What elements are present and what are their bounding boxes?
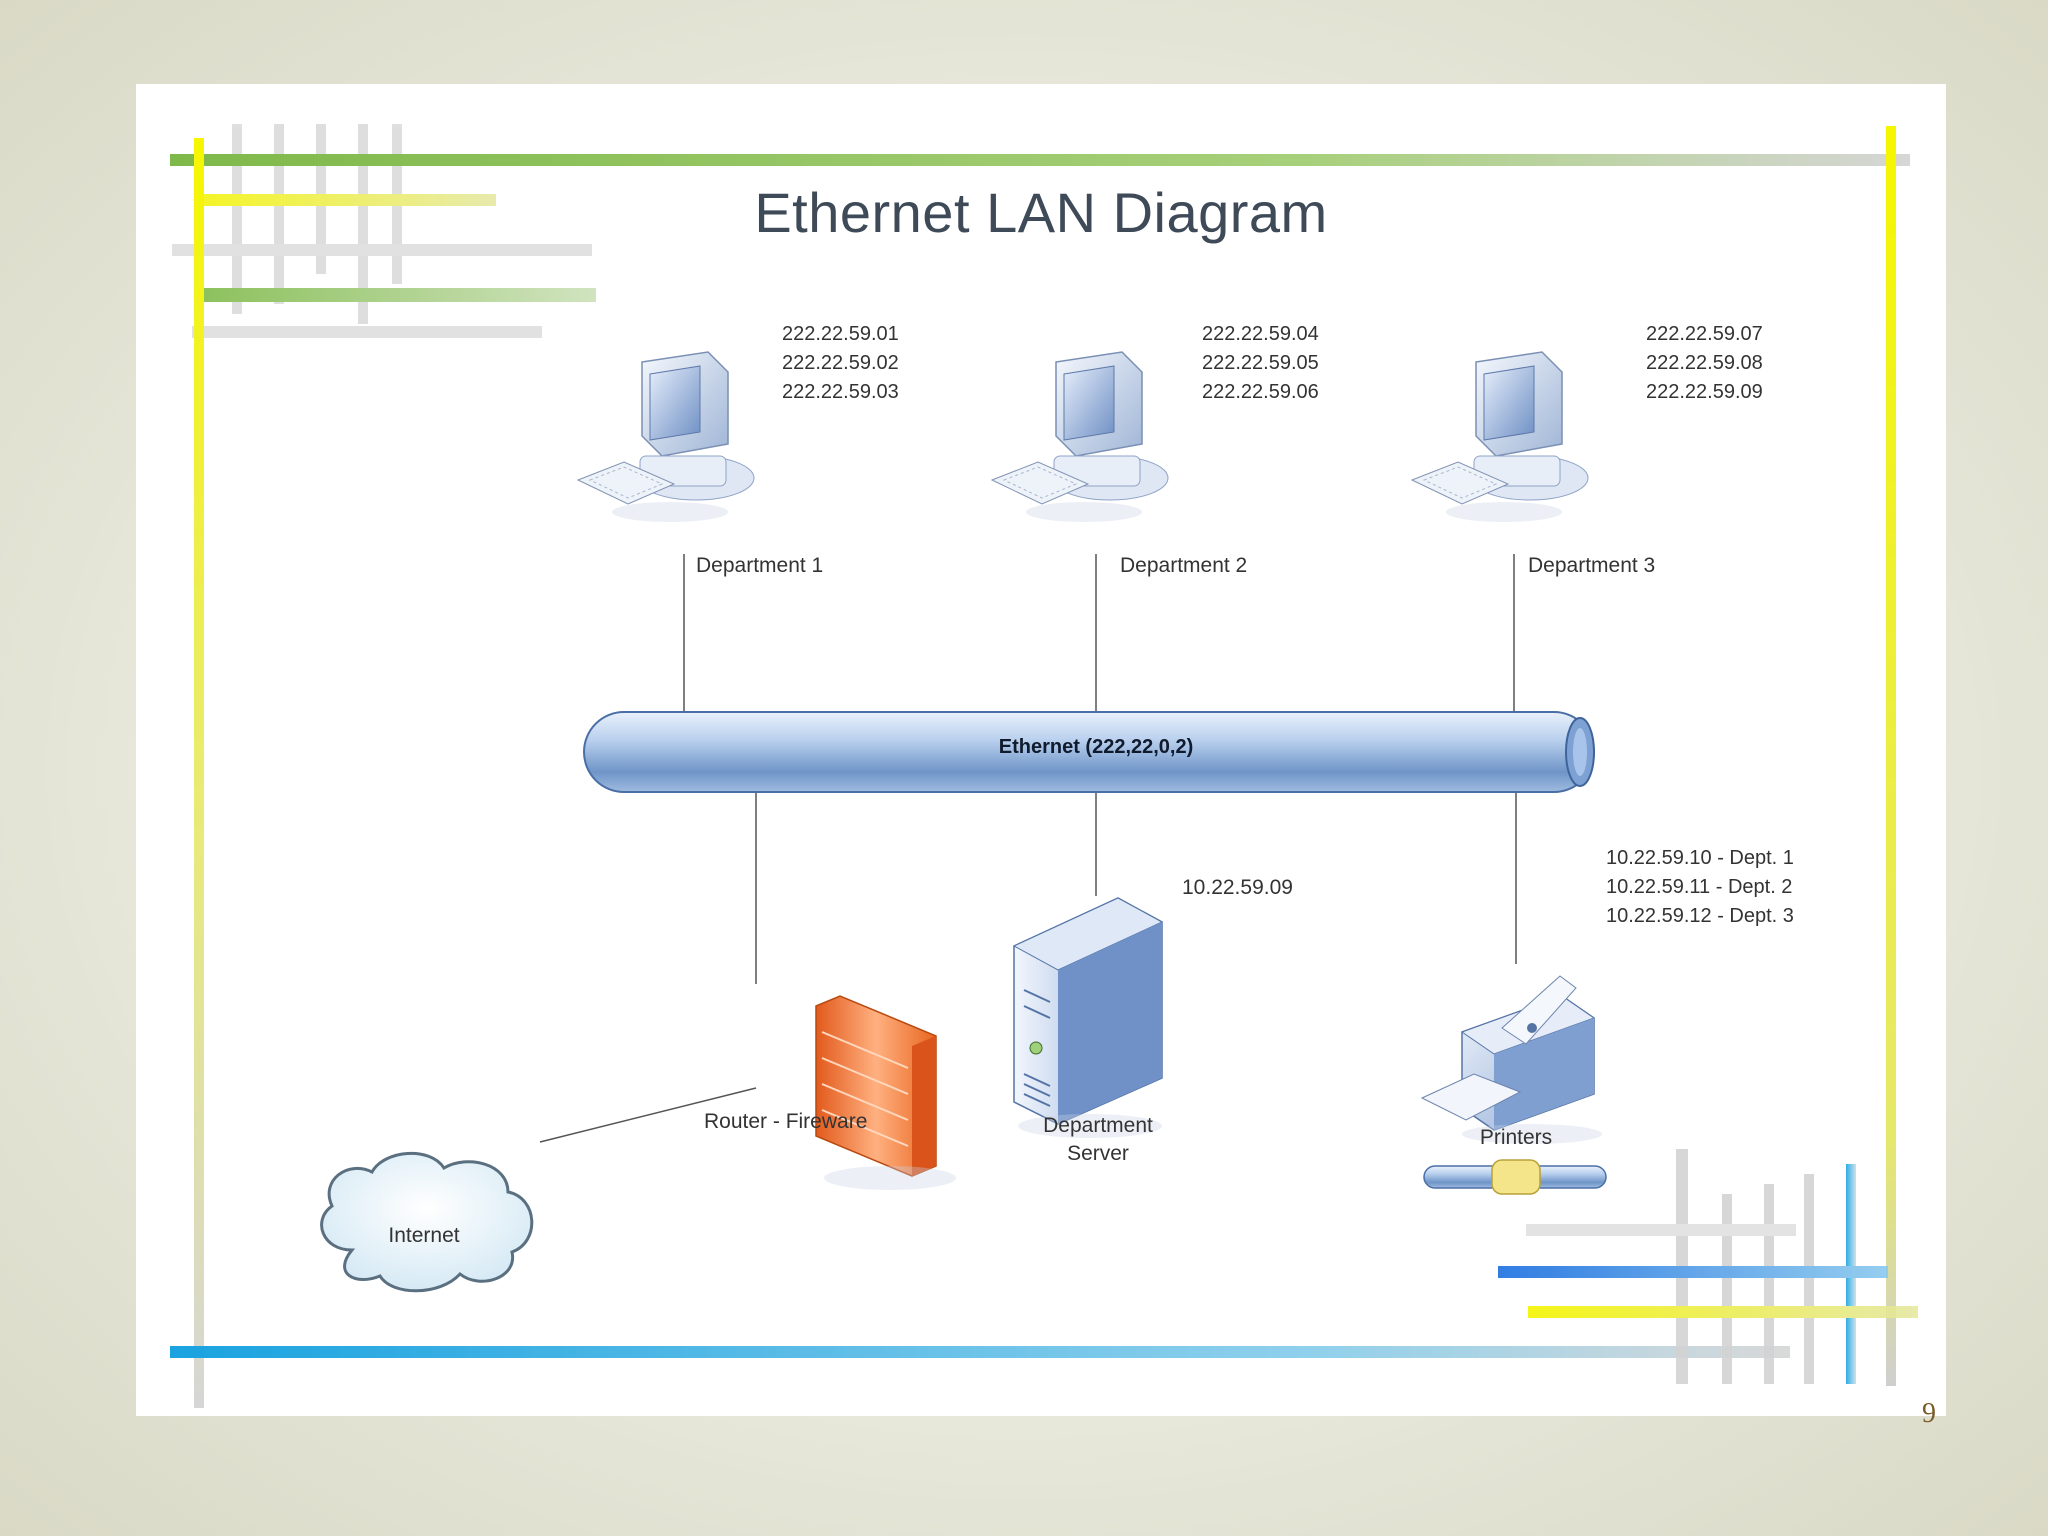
department-2-ip-list: 222.22.59.04 222.22.59.05 222.22.59.06 xyxy=(1202,320,1319,407)
printer-icon xyxy=(1420,975,1602,1144)
ip-address: 222.22.59.04 xyxy=(1202,323,1319,345)
ip-address: 222.22.59.03 xyxy=(782,381,899,403)
department-3-label: Department 3 xyxy=(1528,554,1656,577)
cloud-icon xyxy=(320,1152,534,1293)
printer-connector xyxy=(1423,1159,1607,1195)
department-1-label: Department 1 xyxy=(696,554,824,577)
computer-icon xyxy=(576,351,755,522)
department-1-ip-list: 222.22.59.01 222.22.59.02 222.22.59.03 xyxy=(782,320,899,407)
ethernet-backbone xyxy=(583,711,1595,793)
ip-address: 222.22.59.09 xyxy=(1646,381,1763,403)
server-icon xyxy=(1012,897,1164,1138)
printer-ip: 10.22.59.11 - Dept. 2 xyxy=(1606,876,1793,898)
printer-ip: 10.22.59.10 - Dept. 1 xyxy=(1606,847,1794,869)
printer-ip-list: 10.22.59.10 - Dept. 1 10.22.59.11 - Dept… xyxy=(1606,844,1794,931)
ip-address: 222.22.59.08 xyxy=(1646,352,1763,374)
page-number: 9 xyxy=(1922,1398,1936,1429)
server-ip: 10.22.59.09 xyxy=(1182,876,1293,899)
ip-address: 222.22.59.06 xyxy=(1202,381,1319,403)
firewall-icon xyxy=(815,995,956,1190)
ip-address: 222.22.59.07 xyxy=(1646,323,1763,345)
department-2-label: Department 2 xyxy=(1120,554,1248,577)
lan-diagram xyxy=(320,351,1607,1293)
decorative-frame xyxy=(170,124,1918,1408)
server-label-line-1: Department xyxy=(1043,1114,1153,1137)
slide: Ethernet LAN Diagram 222.22.59.01 222.22… xyxy=(136,84,1946,1416)
printer-ip: 10.22.59.12 - Dept. 3 xyxy=(1606,905,1794,927)
server-label-line-2: Server xyxy=(1067,1142,1129,1165)
ip-address: 222.22.59.01 xyxy=(782,323,899,345)
ethernet-label: Ethernet (222,22,0,2) xyxy=(998,736,1194,758)
internet-label: Internet xyxy=(388,1224,460,1247)
ip-address: 222.22.59.02 xyxy=(782,352,899,374)
department-3-ip-list: 222.22.59.07 222.22.59.08 222.22.59.09 xyxy=(1646,320,1763,407)
printers-label: Printers xyxy=(1479,1126,1553,1149)
page-title: Ethernet LAN Diagram xyxy=(754,181,1328,244)
router-label: Router - Fireware xyxy=(704,1110,868,1133)
ip-address: 222.22.59.05 xyxy=(1202,352,1319,374)
